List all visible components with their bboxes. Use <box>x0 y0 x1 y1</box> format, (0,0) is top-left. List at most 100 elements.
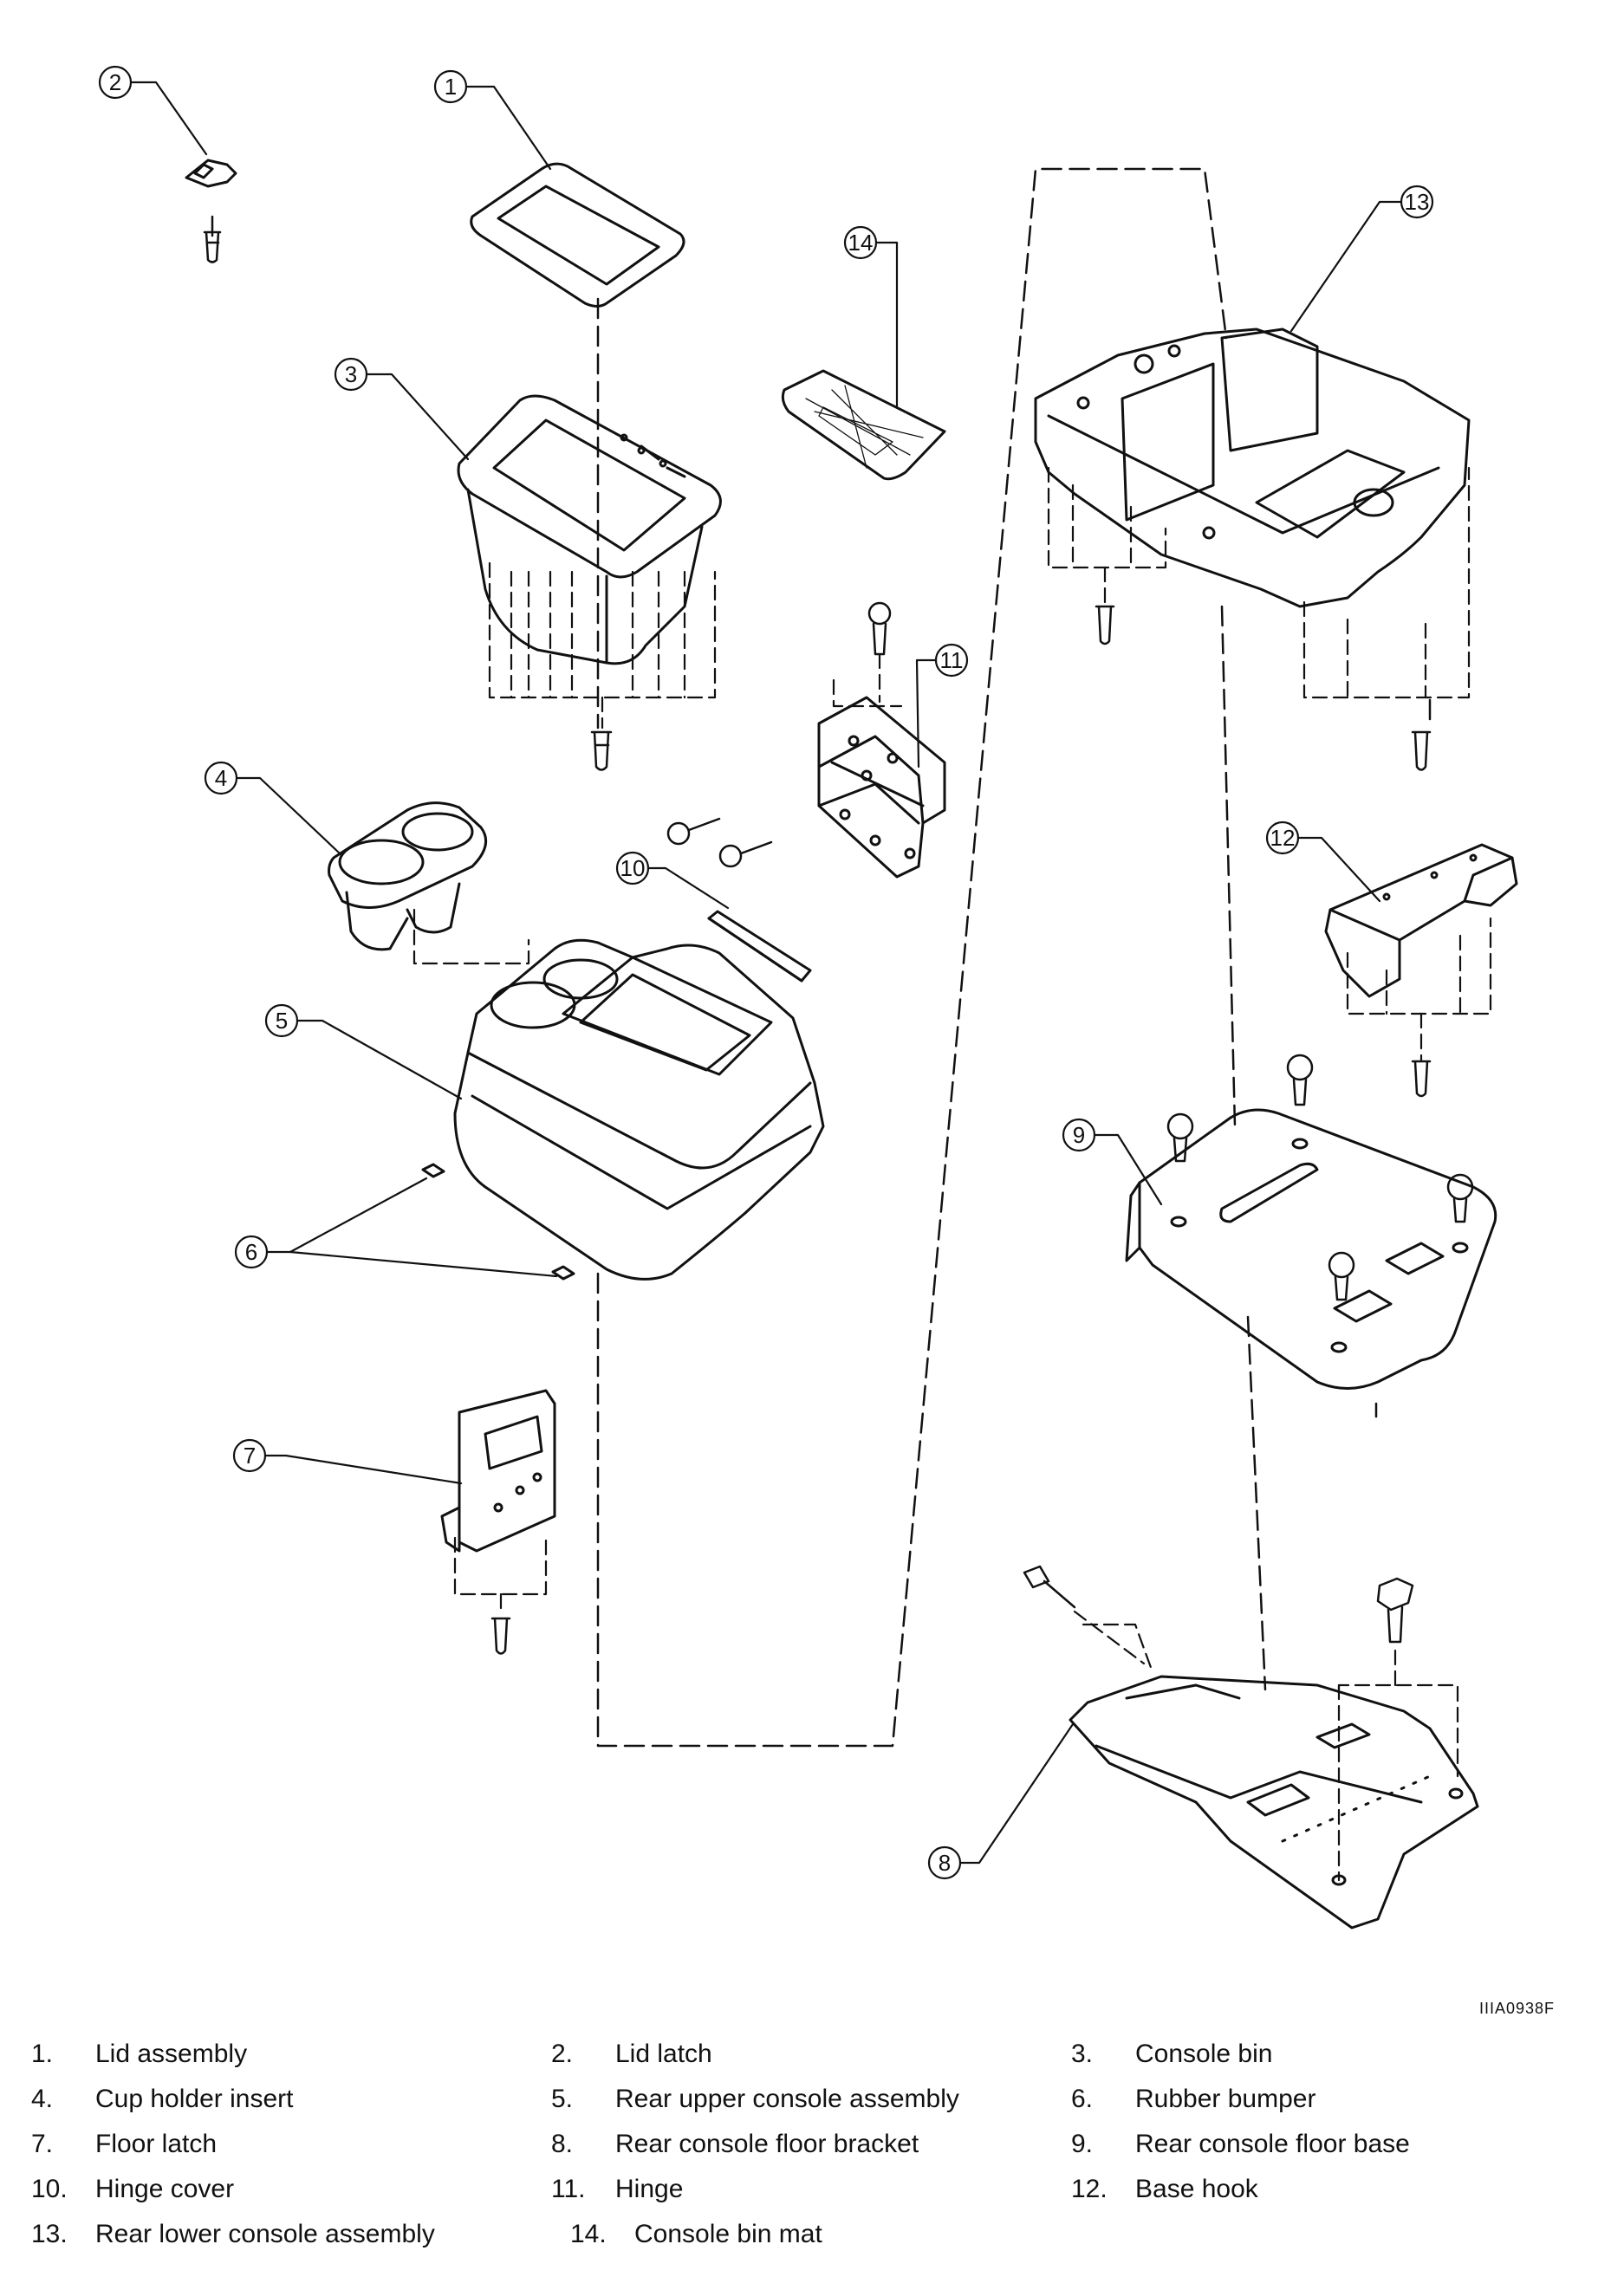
svg-text:7: 7 <box>244 1443 256 1469</box>
legend-number: 2. <box>551 2040 574 2068</box>
hinge <box>817 696 946 879</box>
bolt-floor-bracket-left <box>1023 1565 1076 1609</box>
callout-14: 14 <box>843 225 899 409</box>
svg-text:10: 10 <box>620 855 646 881</box>
legend-text: Console bin <box>1135 2040 1273 2068</box>
bolt-floor-base-1 <box>1286 1054 1314 1106</box>
legend-number: 5. <box>551 2085 574 2113</box>
legend-number: 1. <box>31 2040 54 2068</box>
legend-text: Rear console floor bracket <box>615 2130 919 2158</box>
legend-text: Rubber bumper <box>1135 2085 1316 2113</box>
base-hook <box>1324 843 1518 998</box>
legend-row: 7. Floor latch 8. Rear console floor brack… <box>31 2122 1591 2167</box>
callout-1: 1 <box>433 69 552 171</box>
legend-item: 4. Cup holder insert <box>31 2085 551 2114</box>
bolt-floor-base-4 <box>1328 1251 1355 1301</box>
bolt-floor-base-3 <box>1446 1173 1474 1223</box>
exploded-view-diagram: 1 2 3 4 5 6 7 8 9 10 11 12 13 14 <box>98 65 1518 1930</box>
legend-text: Lid assembly <box>95 2040 248 2068</box>
callout-6: 6 <box>234 1177 558 1278</box>
hinge-cover <box>707 910 812 983</box>
floor-latch <box>440 1389 556 1553</box>
legend-text: Hinge <box>615 2175 684 2203</box>
screw-console-bin <box>590 730 613 771</box>
legend-number: 13. <box>31 2220 68 2248</box>
rear-console-floor-base <box>1125 1108 1497 1390</box>
screw-lid-latch <box>203 230 222 263</box>
legend-text: Floor latch <box>95 2130 218 2158</box>
callout-7: 7 <box>232 1438 463 1485</box>
legend-row: 4.Cup holder insert 5.Rear upper console… <box>31 2077 1591 2122</box>
svg-text:8: 8 <box>939 1850 951 1876</box>
legend-number: 6. <box>1071 2085 1094 2113</box>
legend-number: 8. <box>551 2130 574 2158</box>
legend-number: 3. <box>1071 2040 1094 2068</box>
lid-latch <box>185 159 237 188</box>
callout-9: 9 <box>1062 1118 1163 1206</box>
drawing-id: IIIA0938F <box>1478 2000 1555 2017</box>
console-bin <box>457 394 722 665</box>
legend-item: 1. Lid assembly <box>31 2040 551 2069</box>
legend-item: 14. Console bin mat <box>570 2220 1109 2249</box>
svg-text:14: 14 <box>848 230 874 256</box>
svg-text:6: 6 <box>245 1239 257 1265</box>
legend-row: 10. Hinge cover 11. Hinge 12. Base hook <box>31 2167 1591 2212</box>
legend-item: 12. Base hook <box>1071 2175 1591 2204</box>
callout-12: 12 <box>1265 820 1381 903</box>
legend-text: Hinge cover <box>95 2175 235 2203</box>
callout-2: 2 <box>98 65 208 156</box>
rubber-bumper <box>421 1163 575 1281</box>
legend-item: 7. Floor latch <box>31 2130 551 2159</box>
legend-item: 8. Rear console floor bracket <box>551 2130 1071 2159</box>
svg-text:9: 9 <box>1073 1122 1085 1148</box>
screw-floor-latch <box>490 1617 511 1655</box>
callout-3: 3 <box>334 357 470 461</box>
screw-lower-console-right <box>1411 730 1432 771</box>
legend-item: 6. Rubber bumper <box>1071 2085 1591 2114</box>
legend-item: 9.Rear console floor base <box>1071 2130 1591 2159</box>
legend-text: Rear lower console assembly <box>95 2220 435 2248</box>
screw-hinge-top <box>867 601 892 656</box>
legend-number: 4. <box>31 2085 54 2113</box>
legend-number: 11. <box>551 2175 586 2203</box>
legend-text: Console bin mat <box>634 2220 822 2248</box>
bolt-floor-base-2 <box>1166 1112 1194 1163</box>
rear-upper-console-assembly <box>453 938 825 1281</box>
screw-hinge-mid <box>718 840 773 868</box>
legend-number: 10. <box>31 2175 68 2203</box>
callouts: 1 2 3 4 5 6 7 8 9 10 11 12 13 14 <box>98 65 1434 1880</box>
svg-text:3: 3 <box>345 361 357 387</box>
callout-5: 5 <box>264 1003 463 1100</box>
bolt-floor-bracket-right <box>1376 1577 1414 1644</box>
cup-holder-insert <box>328 801 488 951</box>
svg-text:2: 2 <box>109 69 121 95</box>
callout-11: 11 <box>915 643 969 769</box>
svg-text:13: 13 <box>1405 189 1430 215</box>
legend-item: 2. Lid latch <box>551 2040 1071 2069</box>
fastener-brackets <box>412 466 1492 1882</box>
screws <box>203 230 1474 1655</box>
legend-text: Cup holder insert <box>95 2085 294 2113</box>
legend-text: Base hook <box>1135 2175 1258 2203</box>
legend-text: Lid latch <box>615 2040 712 2068</box>
callout-8: 8 <box>927 1722 1075 1880</box>
screw-hinge-left <box>666 817 721 846</box>
rear-lower-console-assembly <box>1034 328 1471 608</box>
callout-13: 13 <box>1289 185 1434 333</box>
legend-item: 13. Rear lower console assembly <box>31 2220 570 2249</box>
callout-10: 10 <box>615 851 730 910</box>
svg-text:4: 4 <box>215 765 227 791</box>
legend-number: 12. <box>1071 2175 1108 2203</box>
legend-row: 13. Rear lower console assembly 14. Consol… <box>31 2212 1591 2257</box>
legend-number: 7. <box>31 2130 54 2158</box>
parts-legend: 1. Lid assembly 2. Lid latch 3. Console bin… <box>31 2032 1591 2257</box>
legend-item: 10. Hinge cover <box>31 2175 551 2204</box>
svg-text:11: 11 <box>940 647 964 673</box>
legend-row: 1. Lid assembly 2. Lid latch 3. Console bin <box>31 2032 1591 2077</box>
console-bin-mat <box>781 369 946 481</box>
svg-text:12: 12 <box>1270 825 1296 851</box>
lid-assembly <box>470 162 685 308</box>
callout-4: 4 <box>204 761 341 855</box>
screw-lower-console-left <box>1095 605 1115 645</box>
legend-number: 14. <box>570 2220 607 2248</box>
